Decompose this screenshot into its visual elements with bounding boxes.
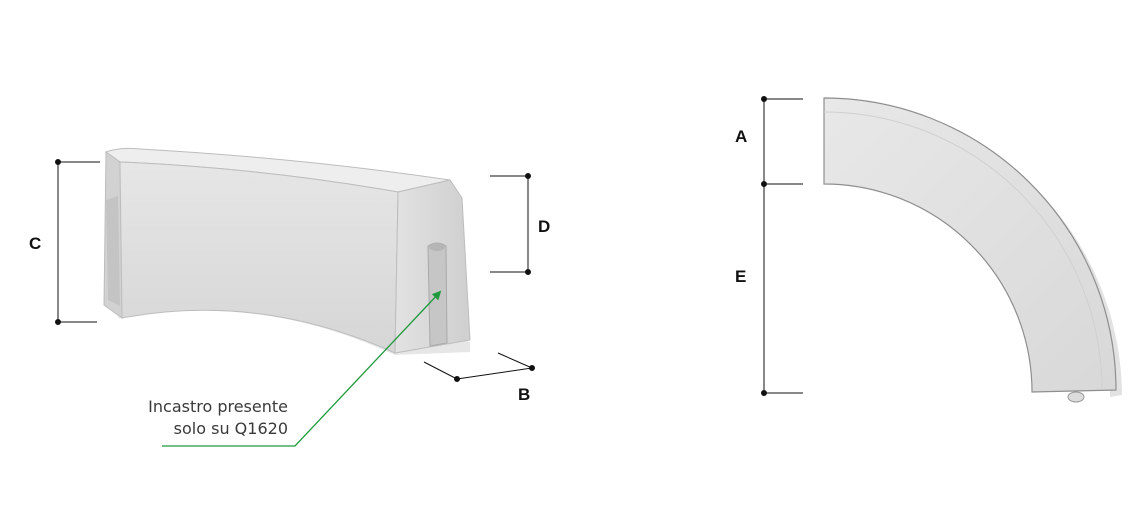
arc-end-tab	[1067, 391, 1085, 403]
incastro-note-line-1: Incastro presente	[148, 397, 288, 416]
dimension-lines-right	[761, 96, 803, 396]
dimension-label-e: E	[735, 267, 747, 286]
incastro-slot-top	[429, 243, 445, 251]
curb-plan-view	[823, 97, 1122, 403]
curb-block-3d	[103, 147, 471, 355]
callout-arrow	[162, 290, 442, 447]
dimension-label-a: A	[735, 127, 748, 146]
arc-inner-edge	[823, 111, 1103, 391]
dimension-label-d: D	[538, 217, 551, 236]
incastro-note-line-2: solo su Q1620	[173, 419, 288, 438]
dimension-label-c: C	[29, 234, 42, 253]
arc-body	[823, 97, 1117, 393]
dimension-label-b: B	[518, 385, 531, 404]
block-left-notch	[106, 196, 120, 306]
dimension-lines-left	[55, 159, 535, 382]
incastro-note: Incastro presente solo su Q1620	[148, 396, 288, 440]
block-front-face	[119, 161, 399, 354]
